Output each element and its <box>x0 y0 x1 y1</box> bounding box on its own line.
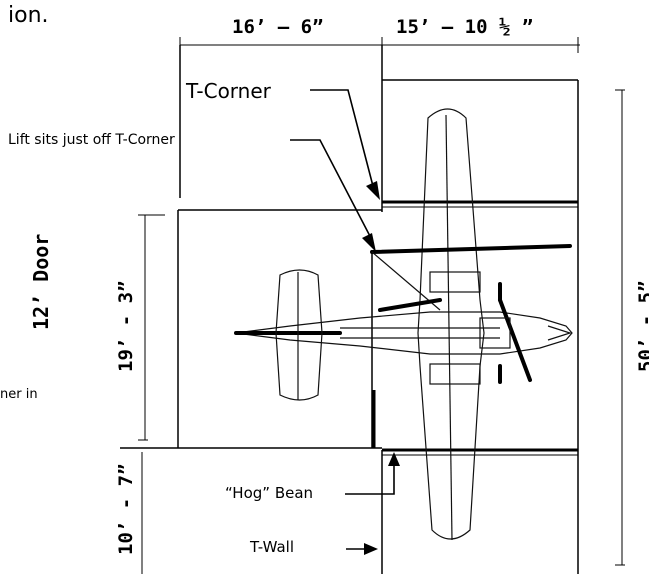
dim-top-left-label: 16’ – 6” <box>232 16 324 38</box>
door-label: 12’ Door <box>29 234 53 330</box>
airplane-top-view <box>234 108 573 541</box>
caption-fragment-left: ner in <box>0 387 38 402</box>
caption-fragment-top: ion. <box>8 3 49 28</box>
t-wall-arrow <box>346 543 378 555</box>
t-wall-label: T-Wall <box>249 538 294 556</box>
dim-left-upper-label: 19’ - 3” <box>115 280 137 372</box>
top-dimension: 16’ – 6” 15’ – 10 ½ ” <box>179 16 580 53</box>
dim-top-right-label: 15’ – 10 ½ ” <box>396 16 533 38</box>
hog-bean-arrow <box>345 452 400 495</box>
left-upper-dimension: 19’ - 3” <box>115 214 165 441</box>
right-dimension: 50’ - 5” <box>615 89 649 566</box>
hog-bean-label: “Hog” Bean <box>225 484 313 502</box>
left-lower-dimension: 10’ - 7” <box>115 452 143 574</box>
t-corner-arrow <box>310 89 380 200</box>
lift-note-label: Lift sits just off T-Corner <box>8 132 175 148</box>
lift-arrow <box>290 139 376 252</box>
floor-plan-walls <box>120 45 579 574</box>
dim-left-lower-label: 10’ - 7” <box>115 463 137 555</box>
dim-right-label: 50’ - 5” <box>635 280 649 372</box>
t-corner-label: T-Corner <box>185 79 272 103</box>
